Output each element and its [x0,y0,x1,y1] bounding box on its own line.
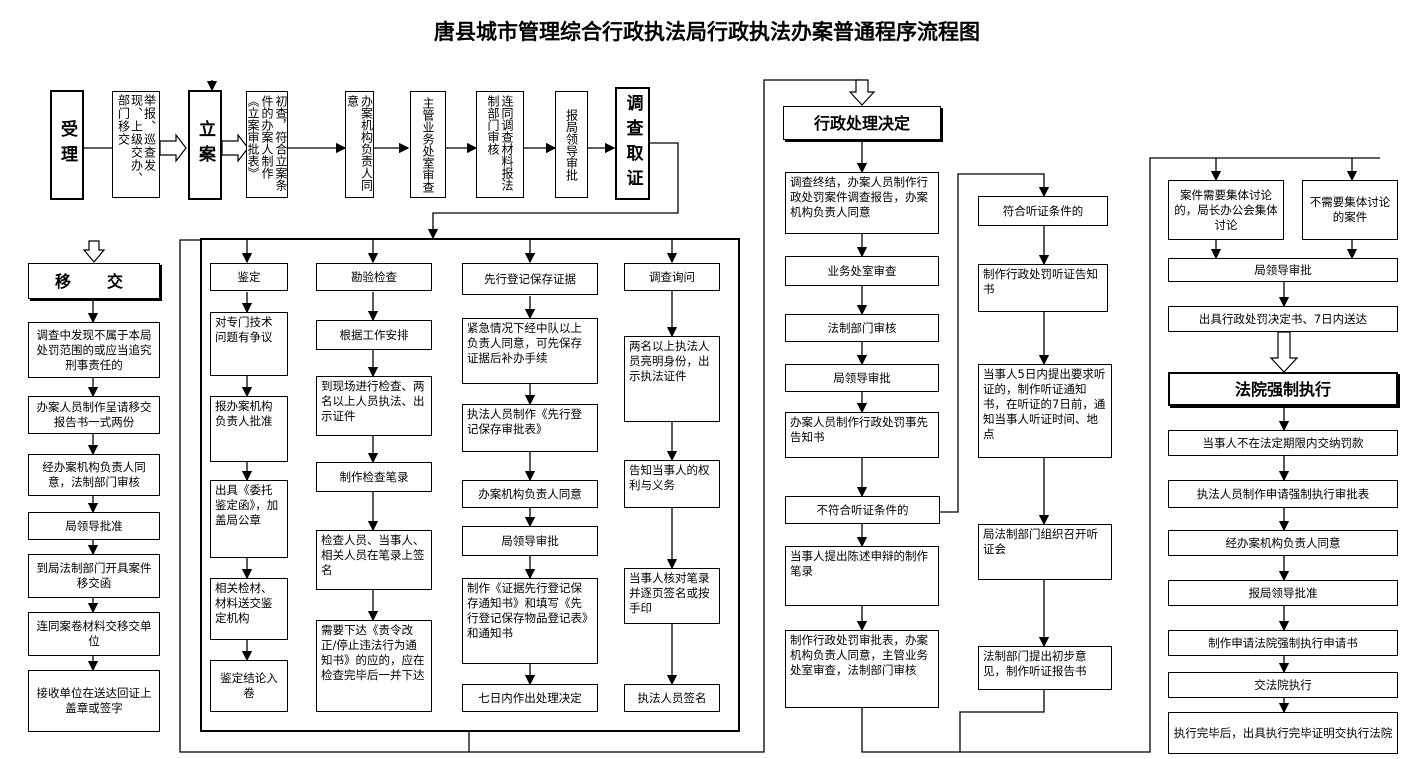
juece-step-5: 办案人员制作行政处罚事先告知书 [785,412,939,458]
juece-step-3: 法制部门审核 [785,314,939,342]
source-box: 举报、巡查发现、上级交办、部门移交 [112,91,160,198]
fayuan-step-4: 报局领导批准 [1168,580,1398,606]
fuze-box: 办案机构负责人同意 [345,91,374,198]
yijiao-step-5: 到局法制部门开具案件移交函 [28,554,160,598]
fayuan-step-6: 交法院执行 [1168,672,1398,698]
baoju-box: 报局领导审批 [555,91,588,198]
kanyan-step-5: 需要下达《责令改正/停止违法行为通知书》的应的，应在检查完毕后一并下达 [316,620,432,712]
juece-step-2: 业务处室审查 [785,256,939,286]
juece-step-8: 制作行政处罚审批表，办案机构负责人同意，主管业务处室审查，法制部门审核 [785,630,939,708]
yijiao-step-4: 局领导批准 [28,512,160,540]
jueding-pizhun-box: 局领导审批 [1168,258,1398,282]
juece-step-4: 局领导审批 [785,364,939,392]
jianding-step-5: 鉴定结论入卷 [210,660,288,712]
jueding-chuju-box: 出具行政处罚决定书、7日内送达 [1168,306,1398,332]
chucha-box: 初查，符合立案条件的办案人制作《立案审批表》 [246,91,288,198]
tingzheng-step-4: 局法制部门组织召开听证会 [978,524,1112,580]
jianding-step-2: 报办案机构负责人批准 [210,396,288,462]
xianxing-step-3: 办案机构负责人同意 [462,480,598,508]
juece-step-6: 不符合听证条件的 [785,496,940,524]
kanyan-step-1: 根据工作安排 [316,320,432,350]
jiti-taolun-box: 案件需要集体讨论的，局长办公会集体讨论 [1168,180,1284,240]
diaocha-box: 调查取证 [615,87,650,200]
jianding-step-4: 相关检材、材料送交鉴定机构 [210,578,288,640]
liantong-box: 连同调查材料报法制部门审核 [476,91,524,198]
yijiao-step-6: 连同案卷材料交移交单位 [28,612,160,656]
fayuan-step-7: 执行完毕后，出具执行完毕证明交执行法院 [1168,712,1398,754]
page-title: 唐县城市管理综合行政执法局行政执法办案普通程序流程图 [434,19,980,44]
juece-step-7: 当事人提出陈述申辩的制作笔录 [785,546,939,606]
fayuan-step-2: 执法人员制作申请强制执行审批表 [1168,480,1398,508]
yijiao-step-3: 经办案机构负责人同意，法制部门审核 [28,454,160,496]
juece-step-1: 调查终结，办案人员制作行政处罚案件调查报告，办案机构负责人同意 [785,172,939,234]
fayuan-step-5: 制作申请法院强制执行申请书 [1168,630,1398,656]
yijiao-step-7: 接收单位在送达回证上盖章或签字 [28,670,160,732]
xunwen-step-3: 当事人核对笔录并逐页签名或按手印 [624,568,720,624]
xianxing-step-2: 执法人员制作《先行登记保存审批表》 [462,404,598,452]
xunwen-header: 调查询问 [624,263,720,291]
yijiao-step-2: 办案人员制作呈请移交报告书一式两份 [28,396,160,434]
xunwen-step-4: 执法人员签名 [624,684,720,712]
bujiti-taolun-box: 不需要集体讨论的案件 [1302,180,1398,240]
investigation-frame [200,238,740,732]
zhuguan-box: 主管业务处室审查 [410,91,446,198]
xianxing-step-5: 制作《证据先行登记保存通知书》和填写《先行登记保存物品登记表》和通知书 [462,578,598,664]
tingzheng-step-3: 当事人5日内提出要求听证的，制作听证通知书，在听证的7日前，通知当事人听证时间、… [978,364,1112,458]
kanyan-header: 勘验检查 [316,263,432,291]
tingzheng-step-2: 制作行政处罚听证告知书 [978,264,1108,312]
xianxing-header: 先行登记保存证据 [462,263,598,295]
fayuan-step-1: 当事人不在法定期限内交纳罚款 [1168,430,1398,456]
tingzheng-step-5: 法制部门提出初步意见，制作听证报告书 [978,646,1112,690]
yijiao-header: 移 交 [28,263,160,299]
xianxing-step-4: 局领导审批 [462,526,598,556]
fayuan-header: 法院强制执行 [1168,372,1398,406]
jianding-step-1: 对专门技术问题有争议 [210,312,288,376]
fayuan-step-3: 经办案机构负责人同意 [1168,530,1398,556]
xianxing-step-1: 紧急情况下经中队以上负责人同意，可先保存证据后补办手续 [462,318,598,384]
shouli-box: 受理 [50,90,84,200]
kanyan-step-3: 制作检查笔录 [316,462,432,492]
jianding-header: 鉴定 [210,263,288,291]
kanyan-step-2: 到现场进行检查、两名以上人员执法、出示证件 [316,376,432,436]
juece-header: 行政处理决定 [783,106,941,140]
tingzheng-step-1: 符合听证条件的 [978,196,1108,226]
jianding-step-3: 出具《委托鉴定函》，加盖局公章 [210,480,288,558]
xunwen-step-2: 告知当事人的权利与义务 [624,460,720,508]
yijiao-step-1: 调查中发现不属于本局处罚范围的或应当追究刑事责任的 [28,322,160,378]
xianxing-step-6: 七日内作出处理决定 [462,684,598,712]
lian-box: 立案 [188,90,222,200]
xunwen-step-1: 两名以上执法人员亮明身份，出示执法证件 [624,336,720,422]
kanyan-step-4: 检查人员、当事人、相关人员在笔录上签名 [316,530,432,590]
